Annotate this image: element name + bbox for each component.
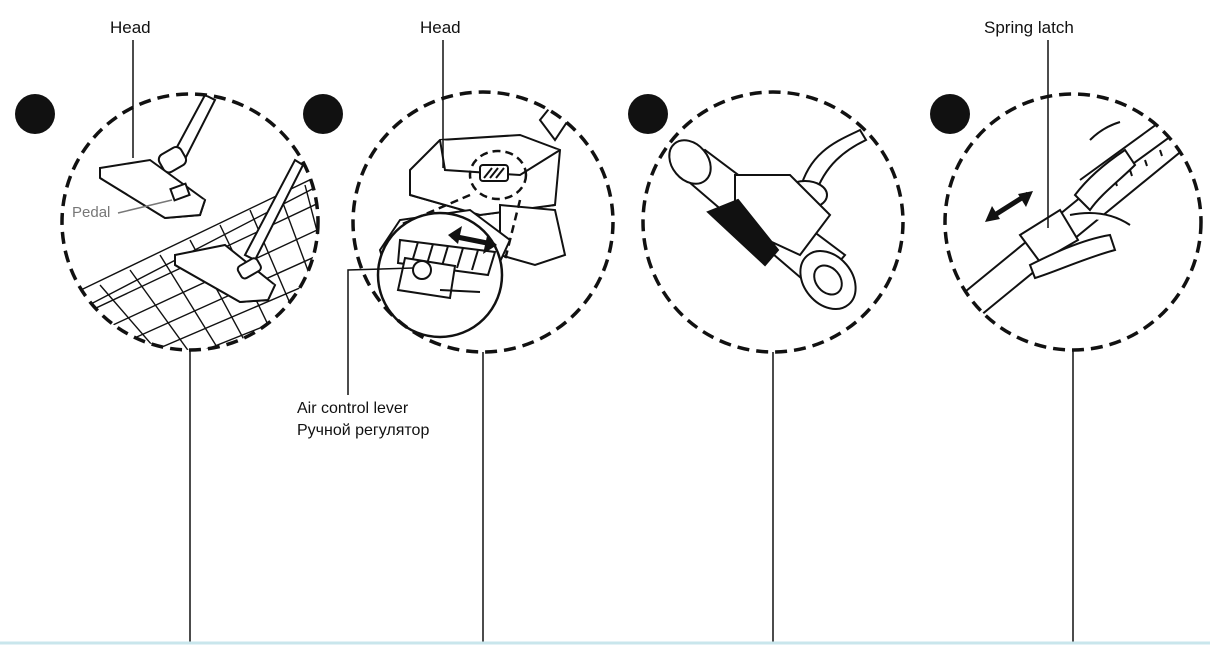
panel-2 [303, 40, 613, 643]
lever-closeup [378, 213, 502, 337]
air-control-lever-label-ru: Ручной регулятор [297, 420, 497, 442]
slide-arrow-icon [985, 191, 1033, 222]
upper-nozzle-drawing [100, 95, 215, 218]
panel-4 [930, 40, 1201, 643]
step-marker-2 [303, 94, 343, 134]
air-control-lever-label: Air control lever Ручной регулятор [297, 398, 497, 442]
head-label-1: Head [110, 18, 151, 38]
step-marker-1 [15, 94, 55, 134]
brush-head-drawing [661, 130, 867, 320]
pedal-label: Pedal [72, 203, 110, 223]
step-marker-3 [628, 94, 668, 134]
panel-3 [628, 92, 903, 643]
air-control-lever-label-en: Air control lever [297, 398, 497, 420]
head-label-2: Head [420, 18, 461, 38]
panel-1 [15, 40, 335, 643]
spring-latch-label: Spring latch [984, 18, 1074, 38]
step-marker-4 [930, 94, 970, 134]
